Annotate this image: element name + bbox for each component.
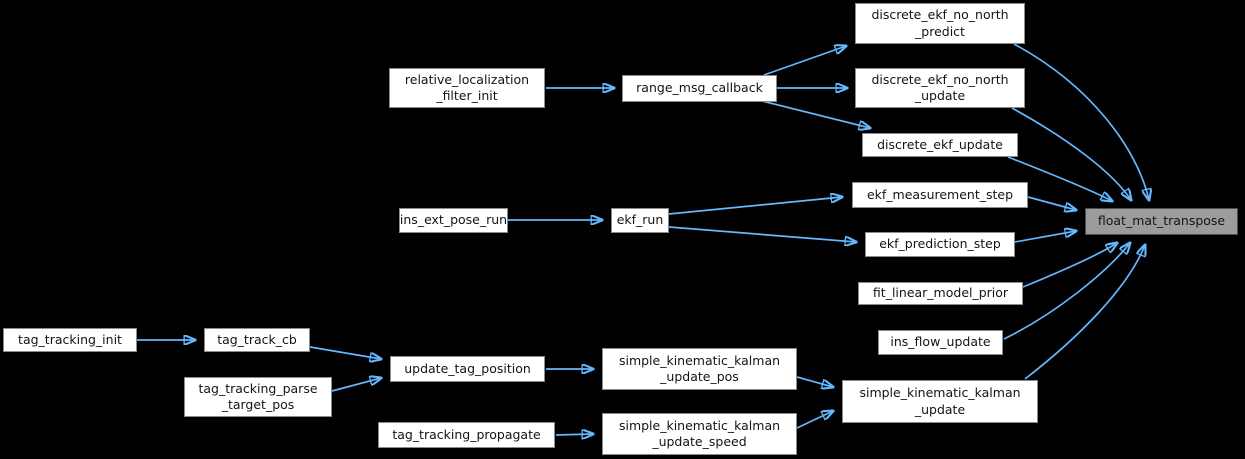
node-ekf-run[interactable]: ekf_run <box>611 208 669 233</box>
edge-ekf_run-to-ekf_prediction_step <box>668 226 856 242</box>
edge-range_msg_callback-to-discrete_ekf_no_north_predict <box>763 46 846 76</box>
node-tag-track-cb[interactable]: tag_track_cb <box>204 328 310 352</box>
edge-tag_tracking_propagate-to-simple_kinematic_kalman_update_speed <box>555 434 593 435</box>
node-simple-kinematic-kalman-update-speed[interactable]: simple_kinematic_kalman _update_speed <box>602 413 797 455</box>
edge-simple_kinematic_kalman_update_pos-to-simple_kinematic_kalman_update <box>796 376 833 387</box>
edge-range_msg_callback-to-discrete_ekf_update <box>761 100 870 128</box>
node-ekf-measurement-step[interactable]: ekf_measurement_step <box>852 182 1028 208</box>
node-ins-flow-update[interactable]: ins_flow_update <box>878 330 1003 355</box>
edge-ekf_prediction_step-to-float_mat_transpose <box>1014 231 1076 243</box>
edge-simple_kinematic_kalman_update-to-float_mat_transpose <box>1024 245 1145 380</box>
node-float-mat-transpose: float_mat_transpose <box>1085 208 1238 235</box>
edge-simple_kinematic_kalman_update_speed-to-simple_kinematic_kalman_update <box>796 411 833 429</box>
node-discrete-ekf-no-north-update[interactable]: discrete_ekf_no_north _update <box>855 68 1025 108</box>
edge-discrete_ekf_no_north_predict-to-float_mat_transpose <box>1013 43 1149 200</box>
edge-ekf_measurement_step-to-float_mat_transpose <box>1027 196 1076 210</box>
edge-ekf_run-to-ekf_measurement_step <box>668 197 842 215</box>
node-simple-kinematic-kalman-update-pos[interactable]: simple_kinematic_kalman _update_pos <box>602 348 797 390</box>
node-simple-kinematic-kalman-update[interactable]: simple_kinematic_kalman _update <box>842 380 1038 423</box>
edge-fit_linear_model_prior-to-float_mat_transpose <box>1022 243 1117 288</box>
node-discrete-ekf-no-north-predict[interactable]: discrete_ekf_no_north _predict <box>855 3 1025 44</box>
node-ekf-prediction-step[interactable]: ekf_prediction_step <box>865 232 1015 257</box>
edge-discrete_ekf_no_north_update-to-float_mat_transpose <box>1011 107 1131 200</box>
node-discrete-ekf-update[interactable]: discrete_ekf_update <box>862 133 1018 157</box>
node-tag-tracking-propagate[interactable]: tag_tracking_propagate <box>378 422 555 448</box>
node-update-tag-position[interactable]: update_tag_position <box>390 356 545 382</box>
node-fit-linear-model-prior[interactable]: fit_linear_model_prior <box>858 282 1023 305</box>
node-ins-ext-pose-run[interactable]: ins_ext_pose_run <box>399 208 508 233</box>
node-tag-tracking-parse-target-pos[interactable]: tag_tracking_parse _target_pos <box>184 377 332 417</box>
edge-tag_tracking_parse_target_pos-to-update_tag_position <box>331 378 381 392</box>
node-range-msg-callback[interactable]: range_msg_callback <box>622 75 777 102</box>
edge-tag_track_cb-to-update_tag_position <box>309 346 381 359</box>
node-tag-tracking-init[interactable]: tag_tracking_init <box>3 328 137 352</box>
node-relative-localization-filter-init[interactable]: relative_localization _filter_init <box>389 68 545 108</box>
